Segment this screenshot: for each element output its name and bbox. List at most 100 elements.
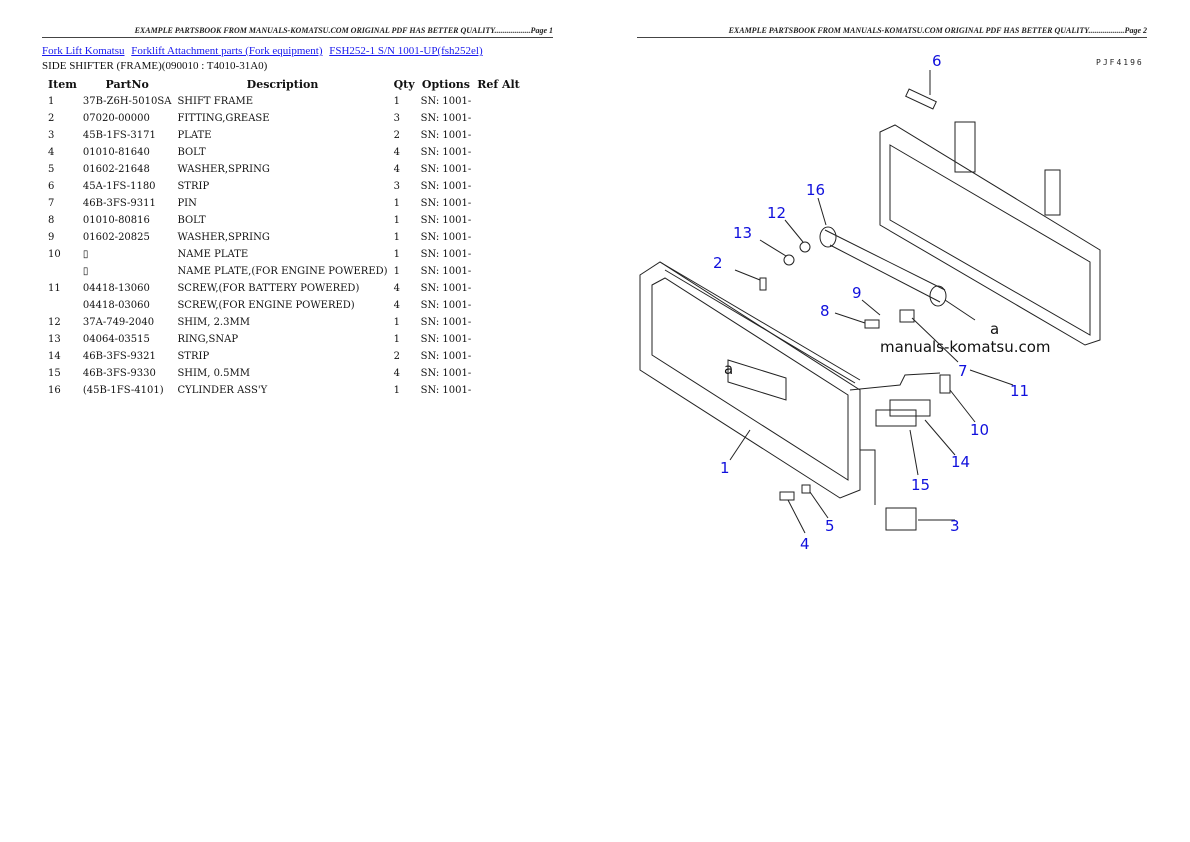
callout-label: 14 [951,453,970,471]
part-number: 07020-00000 [82,113,150,124]
quantity: 2 [393,351,400,362]
callout-label: 7 [958,362,968,380]
description: STRIP [177,181,210,192]
item-number: 3 [48,130,55,141]
options: SN: 1001- [420,232,472,243]
quantity: 4 [393,300,400,311]
description: NAME PLATE,(FOR ENGINE POWERED) [177,266,388,277]
description: SCREW,(FOR ENGINE POWERED) [177,300,355,311]
ref-alt [474,365,523,382]
item-number [45,297,80,314]
breadcrumb-link-category[interactable]: Forklift Attachment parts (Fork equipmen… [131,45,323,57]
quantity: 4 [393,368,400,379]
ref-alt [474,127,523,144]
ref-alt [474,212,523,229]
options: SN: 1001- [420,215,472,226]
callout-label: 2 [713,254,723,272]
ref-alt [474,246,523,263]
part-number: 46B-3FS-9321 [82,351,156,362]
description: SHIM, 2.3MM [177,317,250,328]
description: WASHER,SPRING [177,164,270,175]
callout-label: 11 [1010,382,1029,400]
options: SN: 1001- [420,164,472,175]
description: WASHER,SPRING [177,232,270,243]
part-number: 37A-749-2040 [82,317,155,328]
quantity: 4 [393,164,400,175]
item-number: 10 [48,249,61,260]
breadcrumb-link-brand[interactable]: Fork Lift Komatsu [42,45,125,57]
description: SCREW,(FOR BATTERY POWERED) [177,283,360,294]
options: SN: 1001- [420,181,472,192]
item-number: 15 [48,368,61,379]
description: SHIM, 0.5MM [177,368,250,379]
options: SN: 1001- [420,334,472,345]
callout-label: a [990,320,999,338]
description: FITTING,GREASE [177,113,270,124]
ref-alt [474,229,523,246]
quantity: 1 [393,334,400,345]
part-number: 01010-80816 [82,215,150,226]
item-number: 16 [48,385,61,396]
diagram-code: PJF4196 [1096,58,1144,67]
ref-alt [474,178,523,195]
item-number: 13 [48,334,61,345]
description: BOLT [177,215,206,226]
options: SN: 1001- [420,130,472,141]
quantity: 1 [393,232,400,243]
table-row: 14 46B-3FS-9321 STRIP 2 SN: 1001- [45,348,523,365]
description: STRIP [177,351,210,362]
diagram-drawing [639,70,1101,534]
item-number: 8 [48,215,55,226]
description: SHIFT FRAME [177,96,253,107]
ref-alt [474,93,523,110]
breadcrumb-link-model[interactable]: FSH252-1 S/N 1001-UP(fsh252el) [329,45,483,57]
quantity: 1 [393,198,400,209]
item-number: 11 [48,283,61,294]
ref-alt [474,195,523,212]
options: SN: 1001- [420,300,472,311]
item-number: 1 [48,96,55,107]
callout-label: 9 [852,284,862,302]
options: SN: 1001- [420,351,472,362]
item-number: 2 [48,113,55,124]
item-number: 4 [48,147,55,158]
part-number: ▯ [82,249,89,260]
column-header: Qty [393,78,415,91]
part-number: 45A-1FS-1180 [82,181,156,192]
callout-label: 1 [720,459,730,477]
shift-frame-outline [639,261,861,499]
table-row: 15 46B-3FS-9330 SHIM, 0.5MM 4 SN: 1001- [45,365,523,382]
options: SN: 1001- [420,368,472,379]
callout-label: 6 [932,52,942,70]
part-number: 46B-3FS-9330 [82,368,156,379]
item-number: 14 [48,351,61,362]
column-header: Options [421,78,470,91]
quantity: 1 [393,249,400,260]
callout-label: 10 [970,421,989,439]
part-number: 04064-03515 [82,334,150,345]
ref-alt [474,331,523,348]
options: SN: 1001- [420,96,472,107]
description: BOLT [177,147,206,158]
column-header: Ref Alt [477,78,520,91]
quantity: 1 [393,266,400,277]
description: NAME PLATE [177,249,249,260]
quantity: 3 [393,181,400,192]
options: SN: 1001- [420,385,472,396]
column-header: PartNo [105,78,149,91]
part-number: 37B-Z6H-5010SA [82,96,172,107]
item-number: 7 [48,198,55,209]
callout-label: 4 [800,535,810,553]
callout-label: 13 [733,224,752,242]
